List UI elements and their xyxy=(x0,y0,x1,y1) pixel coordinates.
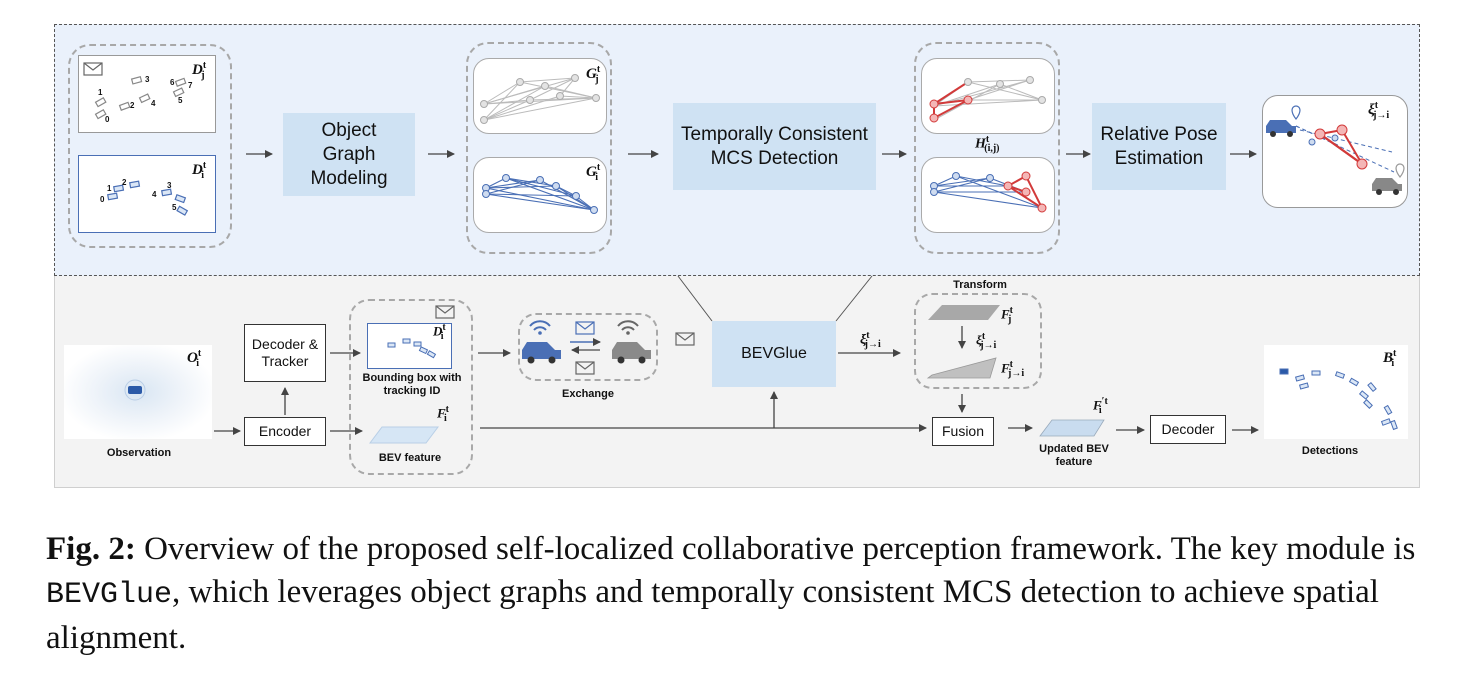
bbox-card xyxy=(367,323,452,369)
fi-label: Fti xyxy=(437,404,450,424)
mcs-detection-box: Temporally Consistent MCS Detection xyxy=(673,103,876,190)
bbox-di-label: Dti xyxy=(433,322,446,342)
detections-label: Detections xyxy=(1301,445,1359,457)
dj-label: Dtj xyxy=(192,60,207,81)
xi-bottom-label: ξtj→i xyxy=(860,330,881,351)
transform-label: Transform xyxy=(953,279,1007,291)
svg-text:7: 7 xyxy=(188,81,193,90)
b-label: Bti xyxy=(1383,348,1397,369)
svg-text:1: 1 xyxy=(98,88,103,97)
mcs-j-nodes xyxy=(929,76,1046,123)
caption-text-2: , which leverages object graphs and temp… xyxy=(46,574,1379,656)
mcs-j-edges xyxy=(933,79,1043,121)
svg-text:1: 1 xyxy=(107,184,112,193)
mcs-i-card xyxy=(921,157,1055,233)
fji-label: Ftj→i xyxy=(1001,359,1025,379)
svg-text:0: 0 xyxy=(105,115,110,124)
gj-label: Gtj xyxy=(586,64,601,85)
svg-text:5: 5 xyxy=(172,203,177,212)
object-graph-modeling-box: Object Graph Modeling xyxy=(283,113,415,196)
svg-text:2: 2 xyxy=(122,178,127,187)
mcs-group xyxy=(914,42,1060,254)
svg-text:4: 4 xyxy=(151,99,156,108)
bbox-mini-boxes xyxy=(387,338,437,359)
observation-label: Observation xyxy=(106,447,172,459)
ids-j: 3 6 7 1 2 4 5 0 xyxy=(98,75,193,124)
exchange-label: Exchange xyxy=(562,388,614,400)
detection-boxes-i xyxy=(107,180,189,216)
ego-car xyxy=(124,379,146,401)
graph-j-nodes xyxy=(480,74,600,124)
detection-sets-group xyxy=(68,44,232,248)
exchange-cars xyxy=(522,320,651,364)
fj-plane xyxy=(928,305,1000,320)
caption-code: BEVGlue xyxy=(46,578,173,612)
detections-i-card xyxy=(78,155,216,233)
svg-text:5: 5 xyxy=(178,96,183,105)
mcs-i-nodes xyxy=(930,171,1047,213)
caption-text-1: Overview of the proposed self-localized … xyxy=(144,531,1416,567)
transform-group xyxy=(914,293,1042,389)
xi-top-label: ξtj→i xyxy=(1368,100,1390,121)
graph-j-edges xyxy=(483,77,597,121)
svg-text:3: 3 xyxy=(145,75,150,84)
bev-feature-label: BEV feature xyxy=(378,452,442,464)
encoder-box: Encoder xyxy=(244,417,326,446)
updated-bev-label: Updated BEV feature xyxy=(1039,443,1109,468)
updated-bev-plane xyxy=(1039,419,1105,437)
bev-feature-plane xyxy=(369,426,439,444)
h-label: Ht(i,j) xyxy=(975,134,1000,155)
svg-text:0: 0 xyxy=(100,195,105,204)
detection-boxes-j xyxy=(94,76,187,120)
decoder-tracker-box: Decoder & Tracker xyxy=(244,324,326,382)
ids-i: 1 2 0 3 4 5 xyxy=(100,178,177,212)
f-prime-label: F′ti xyxy=(1093,396,1108,416)
fj-label: Ftj xyxy=(1001,305,1014,325)
decoder-box: Decoder xyxy=(1150,415,1226,444)
svg-text:3: 3 xyxy=(167,181,172,190)
bbox-bev-group xyxy=(349,299,473,475)
figure-caption: Fig. 2: Overview of the proposed self-lo… xyxy=(46,528,1436,660)
figure-label: Fig. 2: xyxy=(46,531,136,567)
relative-pose-box: Relative Pose Estimation xyxy=(1092,103,1226,190)
gi-label: Gti xyxy=(586,162,601,183)
graphs-group xyxy=(466,42,612,254)
envelope-icons xyxy=(83,62,695,375)
exchange-group xyxy=(518,313,658,381)
fusion-box: Fusion xyxy=(932,417,994,446)
pose-result-graphics xyxy=(1266,105,1405,195)
bevglue-box: BEVGlue xyxy=(712,321,836,387)
bbox-label: Bounding box with tracking ID xyxy=(362,372,462,397)
mcs-j-match xyxy=(933,81,969,120)
bottom-flow-arrows xyxy=(214,326,1259,435)
svg-text:6: 6 xyxy=(170,78,175,87)
xi-transform-label: ξtj→i xyxy=(976,331,997,351)
svg-text:4: 4 xyxy=(152,190,157,199)
graph-i-nodes xyxy=(482,174,598,214)
obs-symbol: Oti xyxy=(187,348,202,369)
fji-plane xyxy=(926,357,997,379)
di-label: Dti xyxy=(192,160,207,181)
svg-text:2: 2 xyxy=(130,101,135,110)
detection-output-boxes xyxy=(1279,368,1398,431)
